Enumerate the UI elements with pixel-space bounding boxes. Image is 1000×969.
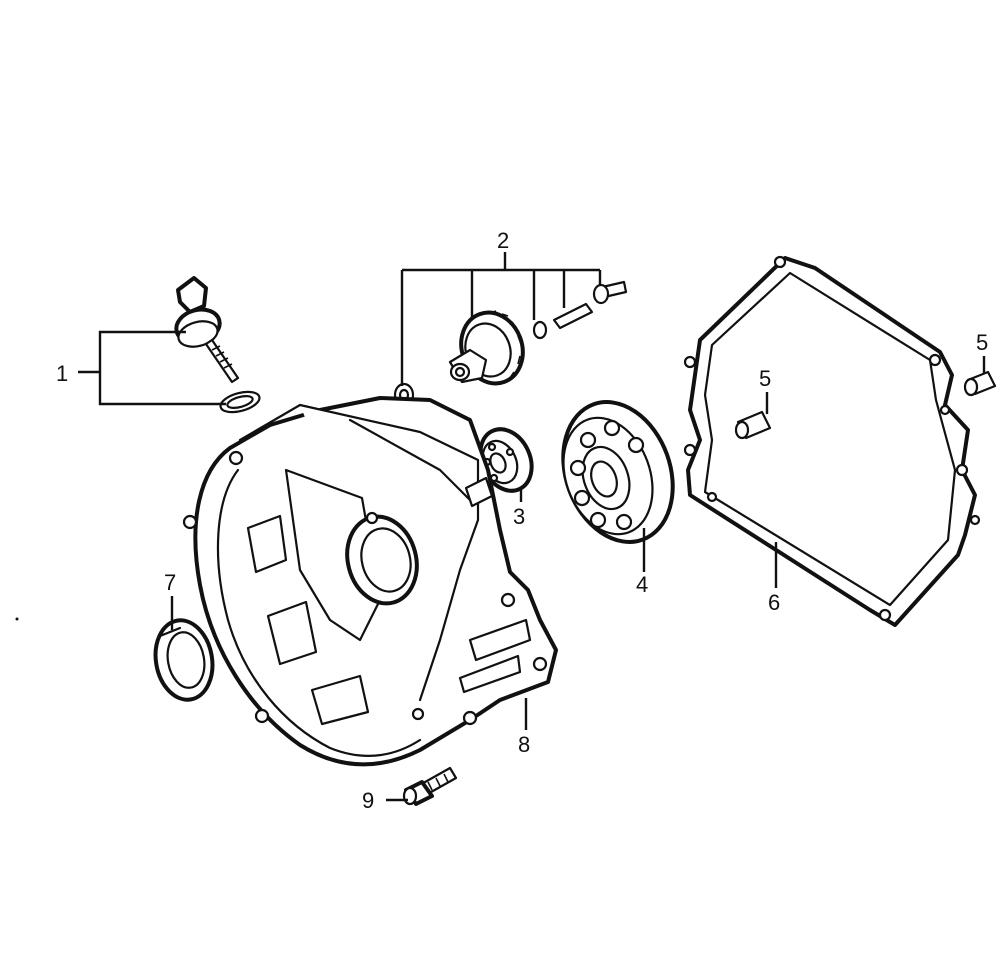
dowel-pin-part-5-center	[734, 410, 772, 440]
label-part-8: 8	[518, 732, 530, 757]
o-ring-part-1	[219, 390, 261, 414]
label-part-1: 1	[56, 361, 68, 386]
flange-bolt-part-9	[402, 766, 458, 806]
label-part-3: 3	[513, 504, 525, 529]
label-part-6: 6	[768, 590, 780, 615]
governor-gear-part-2	[448, 310, 525, 386]
leader-lines	[78, 252, 986, 802]
crankcase-cover-part-8	[182, 396, 558, 767]
label-part-5-center: 5	[759, 366, 771, 391]
label-part-9: 9	[362, 788, 374, 813]
label-part-4: 4	[636, 572, 648, 597]
dowel-pin-part-5-right	[963, 370, 997, 397]
label-part-2: 2	[497, 228, 509, 253]
label-part-5-right: 5	[976, 330, 988, 355]
gear-clip	[532, 320, 548, 340]
oil-seal-part-7	[153, 618, 215, 702]
stray-dot	[15, 617, 19, 621]
label-part-7: 7	[164, 570, 176, 595]
gear-shaft-pin	[552, 302, 594, 330]
leader-part-2	[400, 252, 602, 386]
gasket-part-6	[683, 255, 981, 627]
leader-part-1	[78, 330, 226, 406]
oil-dipstick-part-1	[174, 276, 240, 384]
ball-bearing-part-4	[561, 400, 675, 544]
